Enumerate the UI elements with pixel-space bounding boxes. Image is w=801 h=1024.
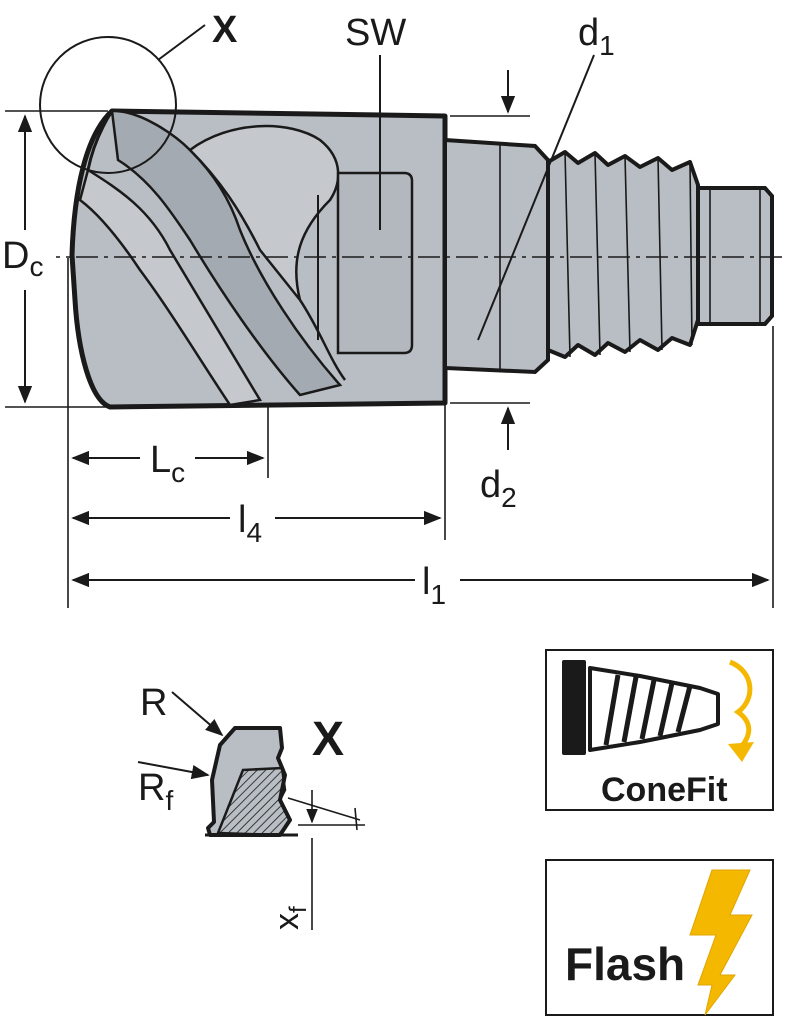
detail-x-view: R Rf xf X [137, 682, 365, 930]
d1-label: d1 [578, 12, 615, 61]
r-leader [171, 691, 224, 737]
flash-label: Flash [565, 938, 685, 990]
d1-leader [477, 54, 595, 341]
detail-marker-label: X [212, 9, 238, 51]
detail-circle [39, 36, 177, 174]
d2-label: d2 [480, 464, 517, 513]
flash-badge: Flash [545, 859, 774, 1016]
xf-label: xf [268, 906, 312, 930]
threaded-shank [443, 137, 774, 375]
rf-leader [137, 761, 210, 780]
l4-label: l4 [238, 499, 262, 548]
conefit-badge: ConeFit [545, 649, 774, 811]
detail-title: X [312, 713, 344, 766]
lc-label: Lc [150, 439, 185, 488]
sw-label: SW [345, 12, 406, 54]
r-label: R [140, 682, 167, 724]
detail-leader [157, 24, 206, 61]
rf-label: Rf [138, 767, 173, 816]
cutter-head [69, 108, 448, 410]
lightning-icon [689, 869, 753, 1016]
dc-label: Dc [2, 235, 43, 282]
l1-label: l1 [422, 561, 446, 610]
conefit-label: ConeFit [601, 771, 728, 809]
